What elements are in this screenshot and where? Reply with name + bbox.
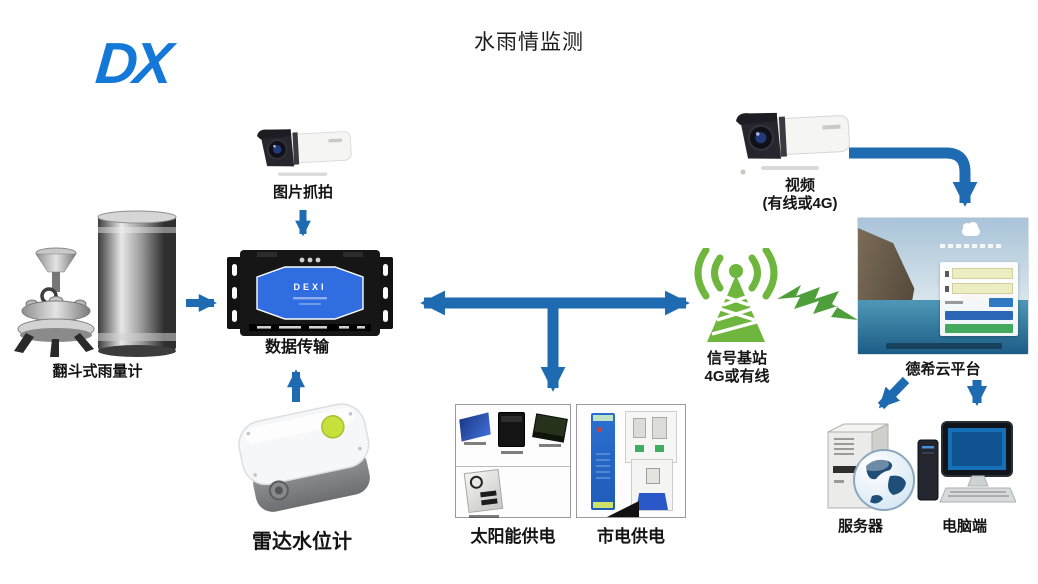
video-label-line1: 视频 xyxy=(784,177,815,194)
charge-controller-icon xyxy=(531,413,568,443)
data-transmission-label: 数据传输 xyxy=(264,339,329,356)
username-field xyxy=(952,268,1013,279)
captcha-text-marks xyxy=(945,301,963,304)
server-label: 服务器 xyxy=(837,518,883,535)
data-logger-photo: DEXI xyxy=(227,250,393,336)
label-marks xyxy=(596,453,610,479)
page-title: 水雨情监测 xyxy=(474,31,584,54)
arrow-platform-to-server xyxy=(877,376,910,410)
user-icon xyxy=(945,270,949,277)
server-icon xyxy=(827,423,915,511)
power-converter-icon xyxy=(463,469,504,513)
base-station-label-line1: 信号基站 xyxy=(706,350,767,367)
picture-capture-label: 图片抓拍 xyxy=(272,184,333,201)
captcha-button xyxy=(989,298,1013,307)
solar-power-label: 太阳能供电 xyxy=(470,527,556,546)
radar-level-meter-photo xyxy=(238,403,370,512)
pc-icon xyxy=(917,421,1016,503)
rain-gauge-photo xyxy=(14,210,177,357)
indicator-dot xyxy=(597,427,602,432)
rain-gauge-label: 翻斗式雨量计 xyxy=(52,363,143,380)
mains-power-label: 市电供电 xyxy=(597,527,665,546)
register-button xyxy=(945,324,1013,333)
base-station-icon xyxy=(694,248,778,342)
solar-panel-icon xyxy=(459,412,491,442)
platform-footer-text-marks xyxy=(886,343,1002,349)
login-button xyxy=(945,311,1013,320)
battery-icon xyxy=(498,412,526,447)
cloud-platform-label: 德希云平台 xyxy=(905,361,981,378)
cloud-icon xyxy=(962,222,980,236)
caption-marks xyxy=(468,515,499,518)
platform-brand-text-marks xyxy=(940,244,1004,248)
video-label-line2: (有线或4G) xyxy=(762,194,838,212)
mains-power-photo xyxy=(576,404,686,518)
picture-camera-icon xyxy=(257,129,352,176)
password-field xyxy=(952,283,1013,294)
pc-label: 电脑端 xyxy=(941,518,987,535)
solar-power-photo xyxy=(455,404,571,518)
radar-level-label: 雷达水位计 xyxy=(252,531,352,553)
power-supply-icon xyxy=(591,413,615,510)
login-panel xyxy=(940,262,1018,336)
caption-marks xyxy=(464,442,487,445)
video-camera-icon xyxy=(736,112,850,175)
circuit-breaker-icon xyxy=(625,411,677,463)
base-station-label-line2: 4G或有线 xyxy=(704,367,770,385)
lock-icon xyxy=(945,285,949,292)
device-brand-text: DEXI xyxy=(293,282,326,292)
lightning-bolt-arrow xyxy=(777,285,858,320)
caption-marks xyxy=(538,444,561,447)
cloud-platform-screenshot xyxy=(858,218,1028,354)
caption-marks xyxy=(500,451,523,454)
arrow-video-to-platform xyxy=(849,147,978,207)
